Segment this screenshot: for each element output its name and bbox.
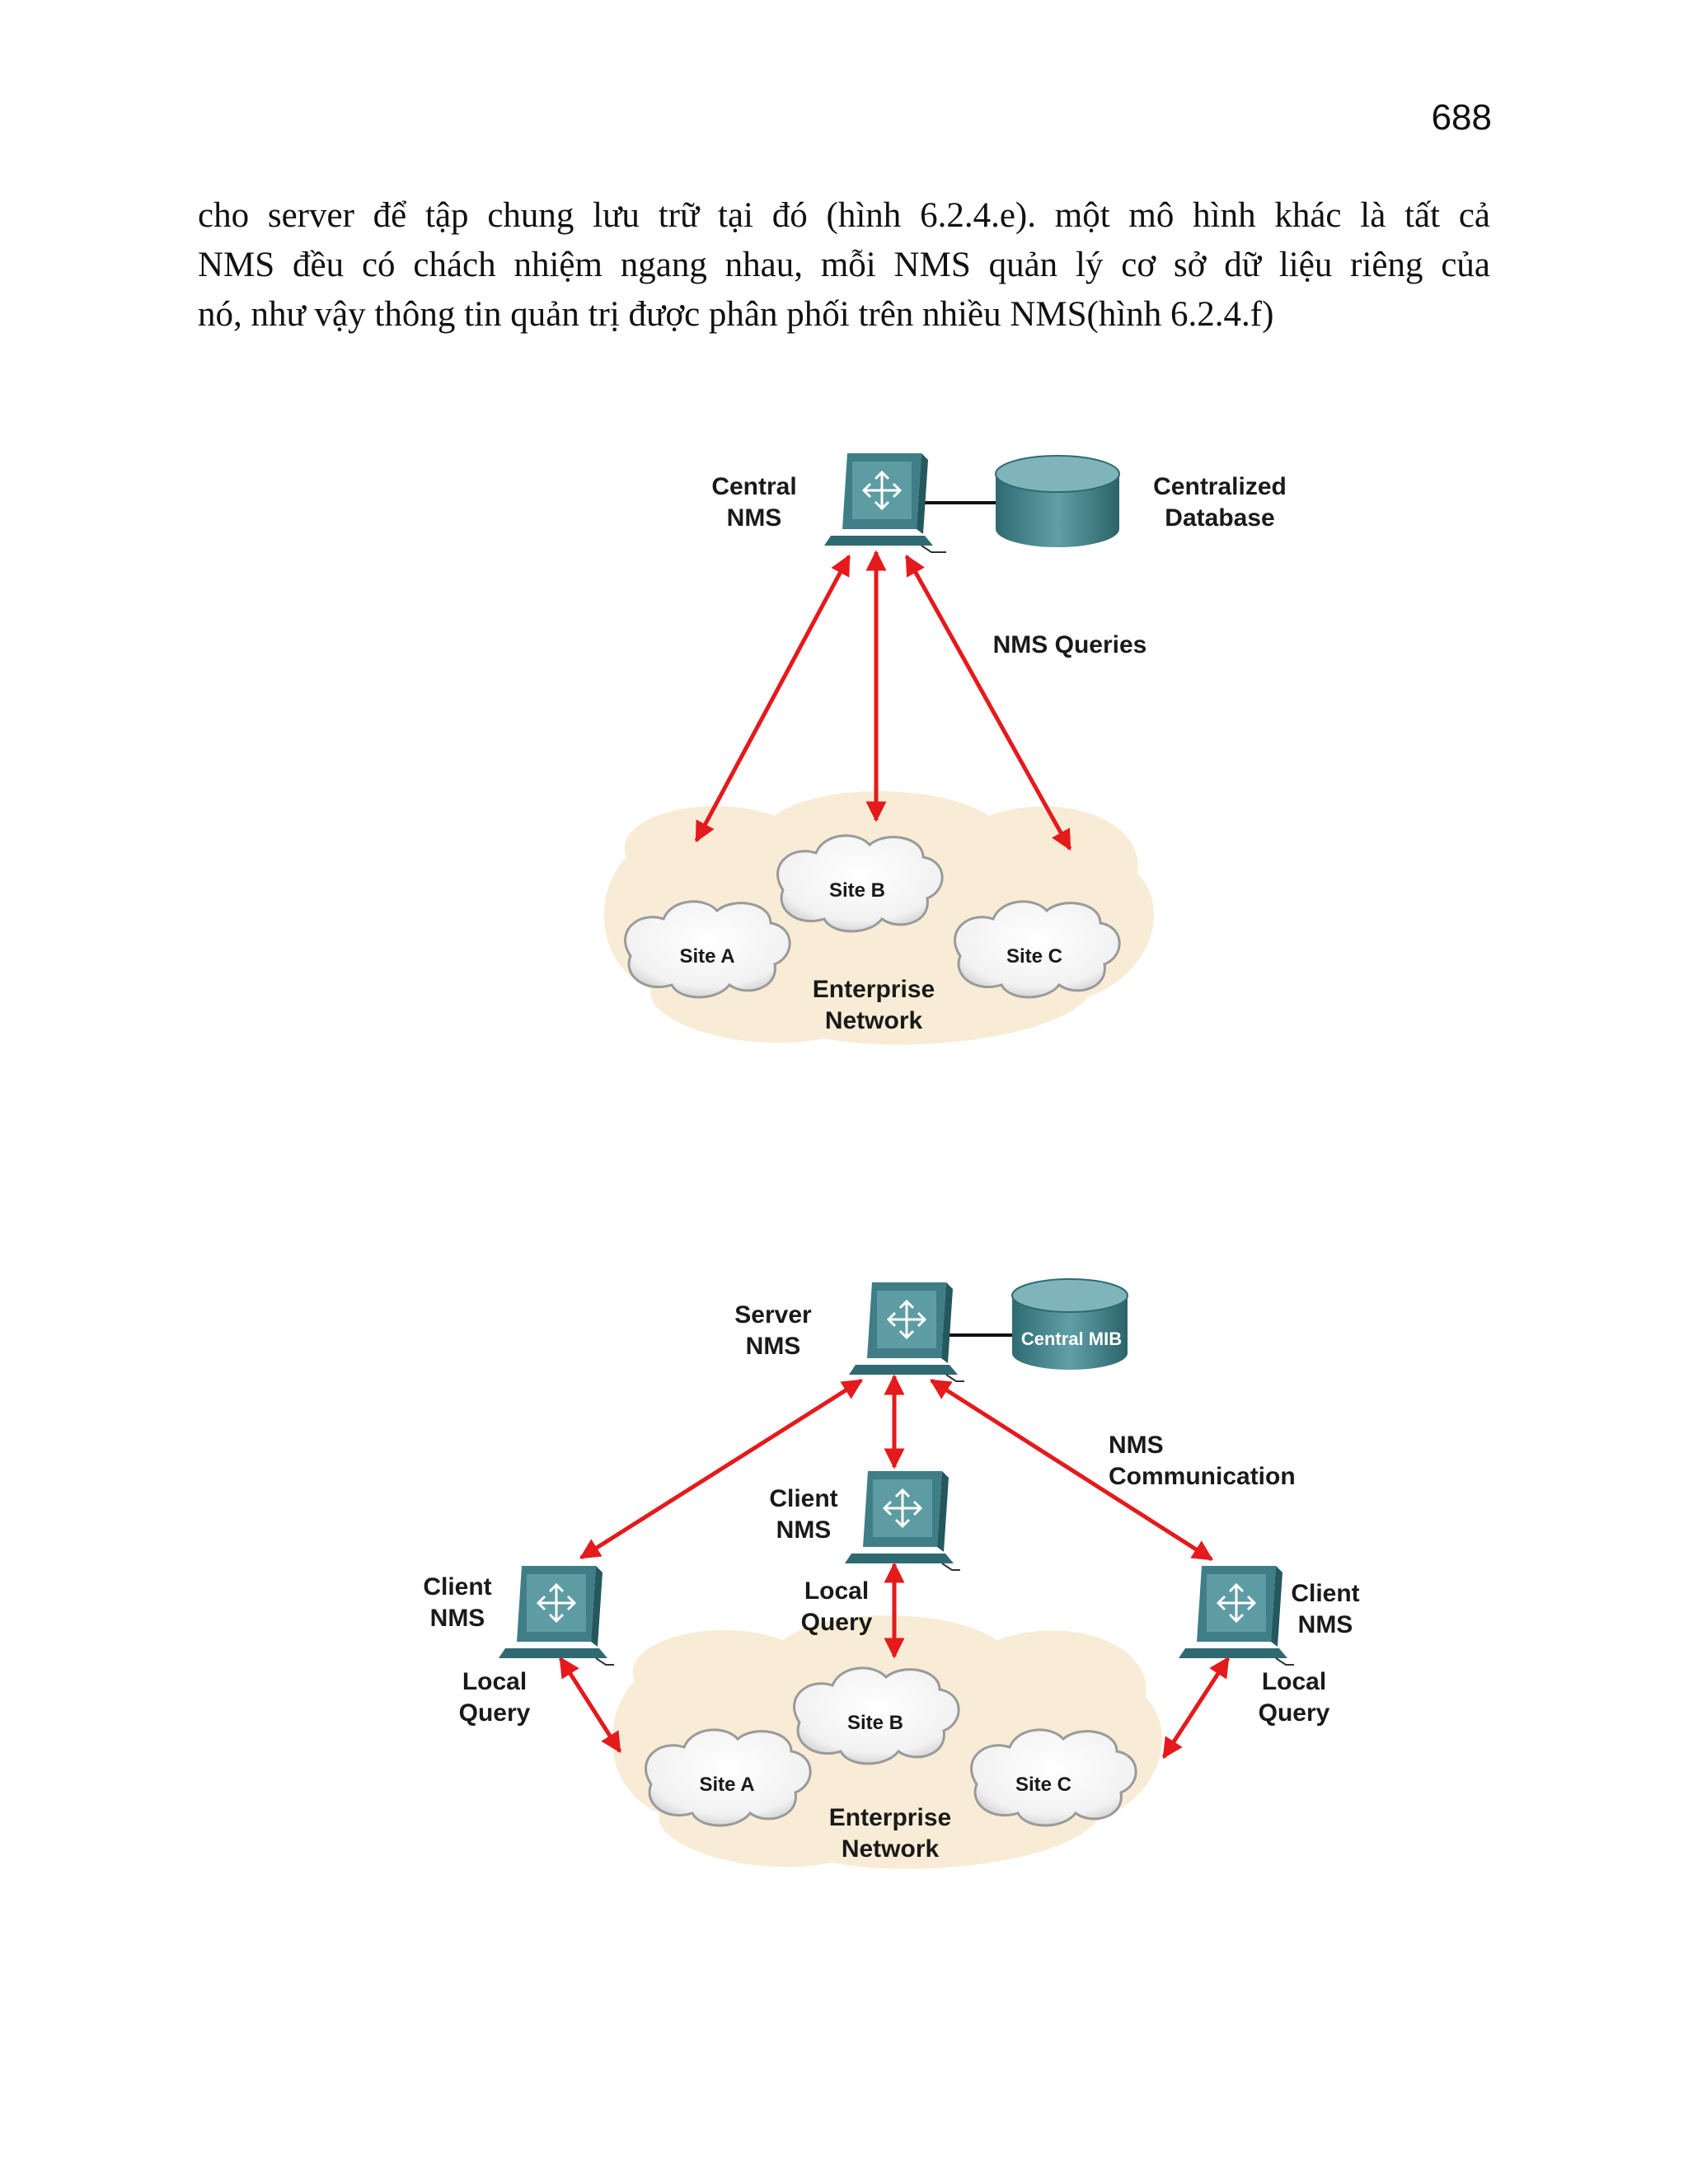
- centralized-label: Centralized: [1153, 473, 1287, 500]
- pnh-logo: [198, 101, 366, 147]
- query-arrow-site-c: [904, 554, 1072, 851]
- central-mib-database-icon: Central MIB: [1011, 1278, 1128, 1370]
- local-query-right-label-1: Local: [1262, 1668, 1326, 1695]
- client-center-label-2: NMS: [776, 1516, 832, 1544]
- client-center-label-1: Client: [769, 1485, 837, 1512]
- site-a-label: Site A: [699, 1774, 754, 1796]
- nms-label: NMS: [727, 504, 782, 532]
- site-b-label: Site B: [847, 1712, 903, 1734]
- enterprise-label: Enterprise: [813, 976, 935, 1003]
- query-arrow-site-a: [694, 554, 851, 843]
- site-a-cloud: Site A: [624, 900, 791, 999]
- server-nms-label: NMS: [746, 1333, 801, 1360]
- network-label: Network: [825, 1007, 923, 1034]
- central-mib-label: Central MIB: [1021, 1329, 1122, 1349]
- central-nms-workstation-icon: [824, 453, 946, 553]
- local-query-right-label-2: Query: [1259, 1699, 1330, 1727]
- centralized-database-icon: [995, 455, 1120, 547]
- server-label: Server: [734, 1301, 812, 1329]
- local-query-center-label-1: Local: [804, 1577, 869, 1605]
- distributed-nms-diagram: Site B Site A Site C Enterprise Network …: [423, 1278, 1360, 1869]
- site-c-cloud: Site C: [954, 900, 1121, 999]
- site-b-cloud: Site B: [793, 1666, 960, 1765]
- local-query-arrow-left: [558, 1656, 622, 1754]
- paragraph-line: cho server để tập chung lưu trữ tại đó (…: [198, 196, 1490, 235]
- comm-arrow-left: [579, 1378, 864, 1560]
- comm-arrow-right: [929, 1378, 1214, 1562]
- site-c-label: Site C: [1015, 1774, 1071, 1796]
- server-nms-workstation-icon: [849, 1282, 964, 1383]
- central-label: Central: [711, 473, 796, 500]
- local-query-arrow-right: [1161, 1656, 1231, 1760]
- paragraph-line: nó, như vậy thông tin quản trị được phân…: [198, 295, 1274, 334]
- page-number: 688: [1431, 97, 1492, 138]
- local-query-left-label-2: Query: [459, 1699, 531, 1727]
- nms-comm-label-2: Communication: [1109, 1463, 1296, 1490]
- site-a-label: Site A: [679, 945, 734, 968]
- client-nms-center-workstation-icon: [845, 1471, 960, 1572]
- site-a-cloud: Site A: [645, 1728, 812, 1827]
- nms-queries-label: NMS Queries: [993, 631, 1147, 658]
- local-query-center-label-2: Query: [801, 1609, 873, 1636]
- local-query-left-label-1: Local: [462, 1668, 527, 1695]
- client-left-label-1: Client: [423, 1573, 491, 1601]
- site-c-cloud: Site C: [970, 1728, 1137, 1827]
- database-label: Database: [1165, 504, 1274, 532]
- centralized-nms-diagram: Site B Site A Site C Enterprise Network …: [603, 453, 1287, 1045]
- client-nms-right-workstation-icon: [1179, 1566, 1294, 1666]
- client-left-label-2: NMS: [430, 1605, 485, 1632]
- client-right-label-2: NMS: [1298, 1611, 1353, 1638]
- nms-comm-label-1: NMS: [1109, 1432, 1164, 1459]
- site-c-label: Site C: [1006, 945, 1062, 968]
- site-b-label: Site B: [829, 879, 885, 902]
- paragraph-line: NMS đều có chách nhiệm ngang nhau, mỗi N…: [198, 246, 1490, 284]
- enterprise-label: Enterprise: [829, 1804, 951, 1831]
- site-b-cloud: Site B: [776, 834, 944, 933]
- network-label: Network: [842, 1835, 940, 1863]
- client-nms-left-workstation-icon: [499, 1566, 614, 1666]
- body-paragraph: cho server để tập chung lưu trữ tại đó (…: [198, 191, 1490, 340]
- client-right-label-1: Client: [1291, 1580, 1359, 1607]
